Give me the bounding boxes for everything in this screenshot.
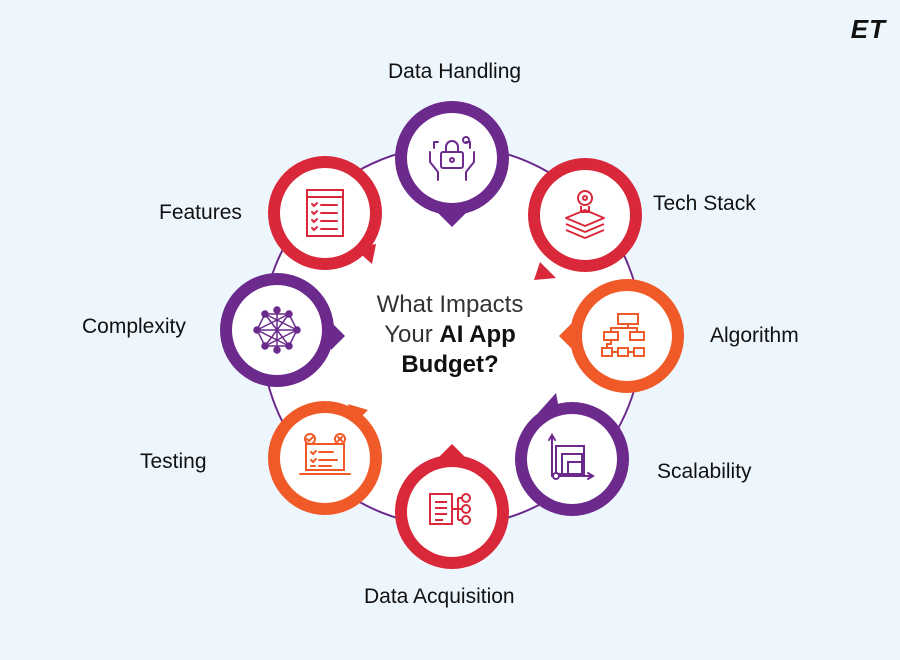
label-data-handling: Data Handling xyxy=(388,60,522,83)
factor-node-data-handling xyxy=(395,101,509,227)
mesh-network-icon xyxy=(253,306,301,354)
hands-lock-icon xyxy=(429,136,475,181)
title-line-2-bold: AI App xyxy=(439,321,516,348)
brand-logo: ET xyxy=(850,14,886,44)
label-testing: Testing xyxy=(140,450,207,473)
label-tech-stack: Tech Stack xyxy=(653,192,756,215)
title-line-2-plain: Your xyxy=(384,321,440,348)
factor-node-data-acquisition xyxy=(395,444,509,569)
flowchart-icon xyxy=(601,313,645,357)
title-line-1: What Impacts xyxy=(376,291,524,318)
title-line-3: Budget? xyxy=(401,351,499,378)
factor-node-algorithm xyxy=(559,279,684,393)
factor-node-tech-stack xyxy=(528,158,642,280)
label-data-acquisition: Data Acquisition xyxy=(364,585,515,608)
factor-node-testing xyxy=(268,401,382,515)
growth-chart-icon xyxy=(548,433,595,480)
label-features: Features xyxy=(159,201,242,224)
factor-node-features xyxy=(268,156,382,270)
document-network-icon xyxy=(429,493,471,525)
layers-bulb-icon xyxy=(565,190,605,239)
factor-node-scalability xyxy=(515,393,629,516)
title-line-2: Your AI App xyxy=(350,320,550,350)
label-scalability: Scalability xyxy=(657,460,752,483)
diagram-title: What Impacts Your AI App Budget? xyxy=(350,290,550,380)
checklist-icon xyxy=(306,189,344,237)
laptop-checklist-icon xyxy=(299,433,351,475)
factor-node-complexity xyxy=(220,273,345,387)
label-algorithm: Algorithm xyxy=(710,324,799,347)
label-complexity: Complexity xyxy=(82,315,186,338)
